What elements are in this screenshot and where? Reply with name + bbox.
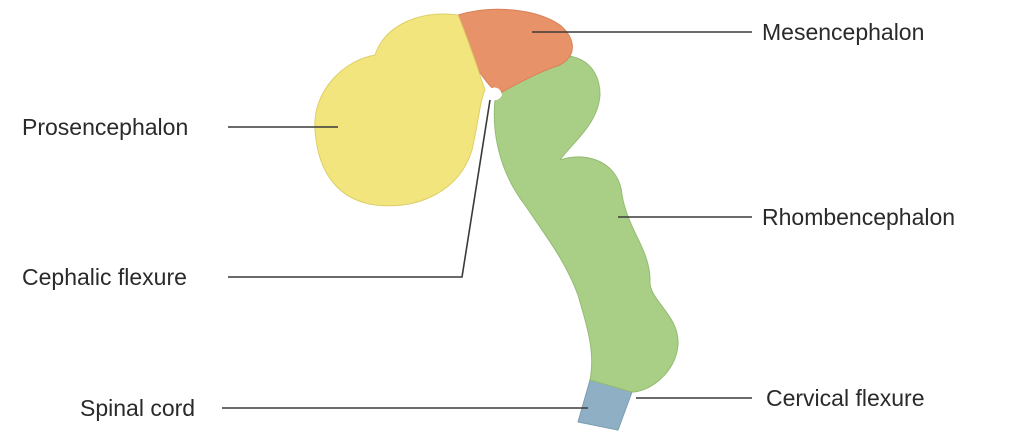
label-prosencephalon: Prosencephalon (22, 114, 188, 140)
rhombencephalon-region (494, 55, 678, 392)
label-cervical-flexure: Cervical flexure (766, 385, 925, 411)
label-rhombencephalon: Rhombencephalon (762, 204, 955, 230)
label-mesencephalon: Mesencephalon (762, 19, 924, 45)
label-spinal-cord: Spinal cord (80, 395, 195, 421)
prosencephalon-region (315, 14, 485, 206)
label-cephalic-flexure: Cephalic flexure (22, 264, 187, 290)
